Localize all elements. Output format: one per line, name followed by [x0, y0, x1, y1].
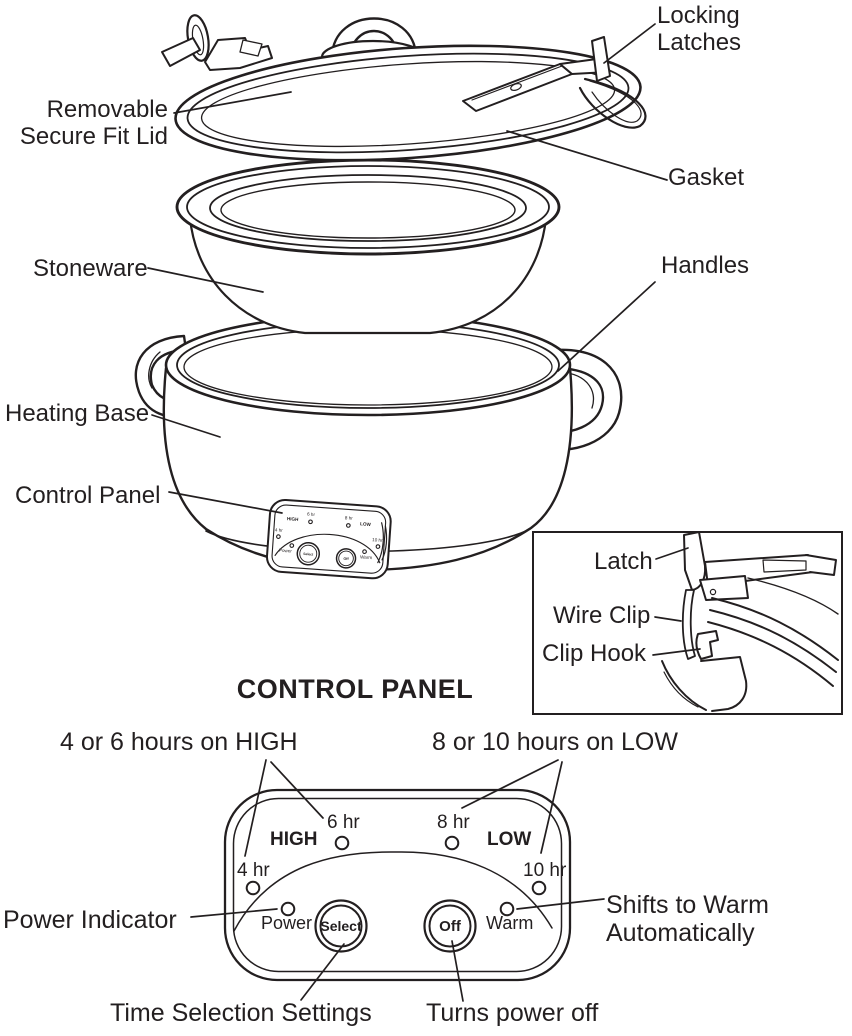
leader-handles	[557, 281, 656, 372]
leader-low-8hr	[461, 759, 559, 809]
power-label: Power	[261, 913, 313, 933]
leader-locking-latches	[603, 23, 656, 64]
select-button-drawing	[314, 899, 368, 953]
leader-gasket	[506, 130, 668, 181]
mini-6hr-label: 6 hr	[307, 512, 316, 518]
mini-4hr-label: 4 hr	[275, 527, 284, 533]
leader-wire-clip	[654, 616, 682, 622]
6hr-label: 6 hr	[327, 812, 360, 833]
10hr-label: 10 hr	[523, 860, 567, 881]
leader-high-4hr	[244, 759, 267, 857]
latch-label: Latch	[594, 548, 653, 575]
leader-high-6hr	[270, 761, 324, 819]
mini-8hr-label: 8 hr	[345, 515, 354, 521]
leader-turns-off	[451, 940, 464, 1002]
high-hours-caption: 4 or 6 hours on HIGH	[60, 728, 298, 756]
leader-power-indicator	[190, 908, 278, 918]
leader-time-selection	[300, 943, 345, 1001]
mini-select-label: Select	[303, 552, 314, 557]
mini-high-label: HIGH	[287, 516, 299, 522]
stoneware-label: Stoneware	[33, 255, 148, 282]
locking-latches-label: Locking Latches	[657, 2, 742, 56]
high-mode-label: HIGH	[270, 829, 318, 850]
select-button-label: Select	[320, 918, 362, 934]
mini-warm-label: Warm	[360, 554, 373, 560]
latch-inset-drawing	[661, 531, 839, 712]
leader-removable-lid	[173, 91, 292, 114]
clip-hook-label: Clip Hook	[542, 640, 647, 667]
mini-10hr-label: 10 hr	[372, 537, 383, 543]
leader-lines	[147, 23, 701, 1002]
warm-label: Warm	[486, 913, 534, 933]
time-selection-caption: Time Selection Settings	[110, 999, 372, 1027]
shifts-warm-caption: Shifts to Warm Automatically	[606, 891, 769, 947]
control-panel-label: Control Panel	[15, 482, 161, 509]
handles-label: Handles	[661, 252, 750, 279]
mini-off-label: Off	[343, 557, 349, 561]
control-panel-heading: CONTROL PANEL	[236, 674, 474, 704]
leader-latch	[655, 547, 689, 560]
low-mode-label: LOW	[487, 829, 532, 850]
off-button-label: Off	[439, 918, 461, 935]
heating-base-label: Heating Base	[5, 400, 150, 427]
control-panel-drawing	[223, 788, 572, 982]
lid-drawing	[161, 14, 647, 162]
latch-detail-inset-box	[532, 531, 843, 715]
off-button-drawing	[423, 899, 477, 953]
leader-low-10hr	[540, 761, 563, 854]
turns-off-caption: Turns power off	[426, 999, 599, 1027]
leader-shifts-warm	[516, 898, 605, 910]
mini-control-panel-drawing: HIGH 6 hr 8 hr LOW 4 hr 10 hr Power Warm…	[265, 499, 392, 580]
removable-lid-label: Removable Secure Fit Lid	[19, 96, 168, 150]
8hr-label: 8 hr	[437, 812, 470, 833]
wire-clip-label: Wire Clip	[553, 602, 651, 629]
gasket-label: Gasket	[668, 164, 745, 191]
power-indicator-caption: Power Indicator	[3, 906, 177, 934]
leader-clip-hook	[652, 648, 701, 656]
low-hours-caption: 8 or 10 hours on LOW	[432, 728, 678, 756]
leader-control-panel	[168, 491, 283, 514]
leader-stoneware	[147, 267, 264, 293]
stoneware-drawing	[175, 158, 561, 335]
4hr-label: 4 hr	[237, 860, 270, 881]
leader-heating-base	[151, 414, 221, 438]
mini-low-label: LOW	[360, 521, 372, 527]
mini-power-label: Power	[279, 548, 293, 554]
